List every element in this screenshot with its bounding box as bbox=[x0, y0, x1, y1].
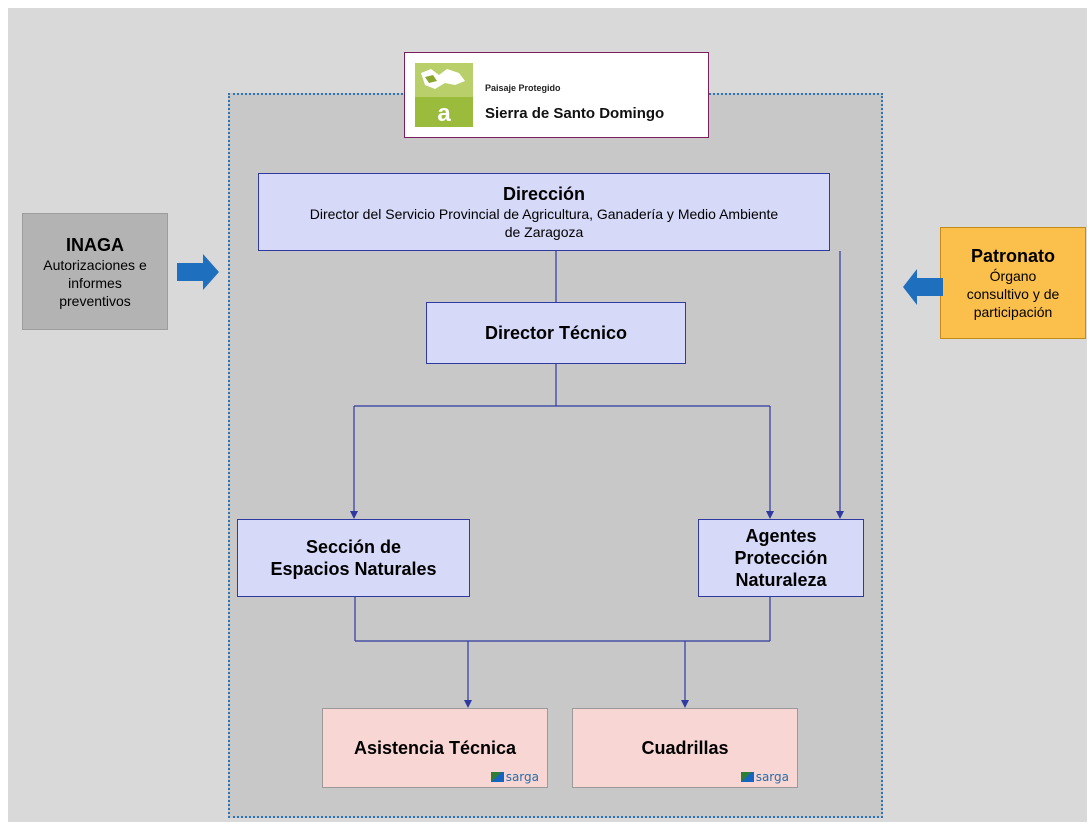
sarga-logo: sarga bbox=[490, 770, 539, 784]
patronato-line-1: Órgano bbox=[989, 268, 1037, 284]
patronato-title: Patronato bbox=[970, 246, 1055, 266]
sarga-text: sarga bbox=[755, 770, 789, 784]
asistencia-tecnica-box: Asistencia Técnica sarga bbox=[322, 708, 548, 788]
seccion-box: Sección de Espacios Naturales bbox=[237, 519, 470, 597]
logo-small-text: Paisaje Protegido bbox=[485, 83, 561, 93]
director-tecnico-box: Director Técnico bbox=[426, 302, 686, 364]
arrowhead-direccion-agentes bbox=[836, 511, 844, 519]
logo-letter: a bbox=[437, 100, 451, 127]
seccion-line-1: Sección de bbox=[305, 537, 402, 557]
patronato-box: Patronato Órgano consultivo y de partici… bbox=[940, 227, 1086, 339]
logo-main-text: Sierra de Santo Domingo bbox=[485, 105, 665, 122]
agentes-box: Agentes Protección Naturaleza bbox=[698, 519, 864, 597]
cuadrillas-box: Cuadrillas sarga bbox=[572, 708, 798, 788]
agentes-line-2: Protección bbox=[734, 548, 828, 568]
asistencia-title: Asistencia Técnica bbox=[353, 738, 517, 758]
patronato-arrow-icon bbox=[903, 269, 943, 305]
sarga-text: sarga bbox=[505, 770, 539, 784]
sarga-logo: sarga bbox=[740, 770, 789, 784]
inaga-arrow-icon bbox=[177, 254, 219, 290]
seccion-line-2: Espacios Naturales bbox=[270, 559, 437, 579]
arrowhead-cuadrillas bbox=[681, 700, 689, 708]
arrowhead-agentes bbox=[766, 511, 774, 519]
cuadrillas-title: Cuadrillas bbox=[641, 738, 729, 758]
inaga-line-3: preventivos bbox=[59, 292, 131, 309]
director-tecnico-title: Director Técnico bbox=[484, 323, 628, 343]
inaga-line-1: Autorizaciones e bbox=[43, 256, 147, 273]
inaga-title: INAGA bbox=[66, 234, 124, 255]
agentes-line-1: Agentes bbox=[745, 526, 817, 546]
patronato-line-2: consultivo y de bbox=[966, 286, 1060, 302]
direccion-box: Dirección Director del Servicio Provinci… bbox=[258, 173, 830, 251]
direccion-title: Dirección bbox=[502, 184, 586, 204]
inaga-box: INAGA Autorizaciones e informes preventi… bbox=[22, 213, 168, 330]
protected-landscape-logo: a bbox=[415, 63, 473, 127]
sarga-icon bbox=[490, 772, 504, 782]
agentes-line-3: Naturaleza bbox=[735, 570, 827, 590]
inaga-line-2: informes bbox=[68, 274, 122, 291]
sarga-icon bbox=[740, 772, 754, 782]
arrowhead-seccion bbox=[350, 511, 358, 519]
arrowhead-asistencia bbox=[464, 700, 472, 708]
direccion-line-2: de Zaragoza bbox=[504, 224, 584, 240]
direccion-line-1: Director del Servicio Provincial de Agri… bbox=[309, 206, 779, 222]
logo-box: a Paisaje Protegido Sierra de Santo Domi… bbox=[404, 52, 709, 138]
patronato-line-3: participación bbox=[973, 304, 1053, 320]
